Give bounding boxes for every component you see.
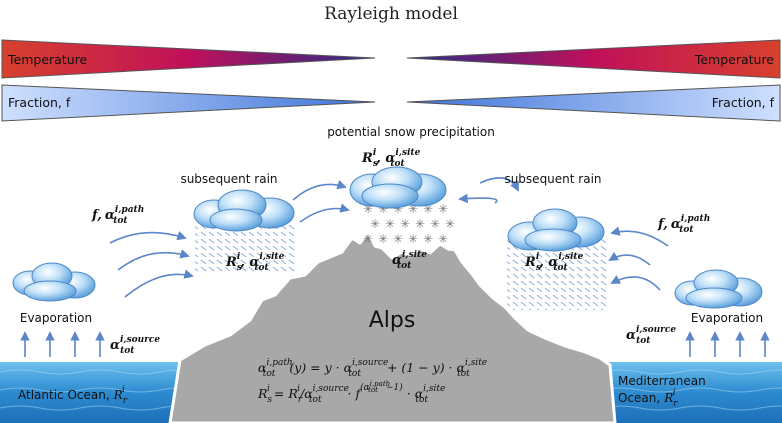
fraction-bar-right: [406, 84, 781, 122]
diagram-title: Rayleigh model: [324, 4, 458, 24]
mediterranean-label-line2: Ocean,Rri: [618, 388, 678, 409]
snowflake-icon: ✳: [385, 217, 395, 231]
snowflake-icon: ✳: [370, 217, 380, 231]
snowflake-icon: ✳: [408, 232, 418, 246]
temperature-bar-right: [406, 39, 781, 79]
fraction-label-right: Fraction, f: [712, 95, 775, 110]
rain-left: [195, 223, 295, 273]
snowflake-icon: ✳: [423, 232, 433, 246]
subsequent-rain-left-label: subsequent rain: [180, 172, 277, 186]
snowflake-icon: ✳: [438, 232, 448, 246]
cloud-evaporation-left: [12, 262, 96, 302]
alps-mountain: [168, 230, 617, 423]
snowflake-icon: ✳: [415, 217, 425, 231]
snowflake-icon: ✳: [378, 232, 388, 246]
snowflakes: ✳✳✳✳✳✳✳✳✳✳✳✳✳✳✳✳✳✳: [363, 202, 455, 246]
snowflake-icon: ✳: [393, 232, 403, 246]
evaporation-right-label: Evaporation: [691, 311, 763, 325]
snowflake-icon: ✳: [400, 217, 410, 231]
cloud-top: [349, 166, 447, 209]
alps-label: Alps: [369, 308, 416, 333]
subsequent-rain-right-label: subsequent rain: [504, 172, 601, 186]
mediterranean-ocean: [600, 362, 782, 423]
snowflake-icon: ✳: [438, 202, 448, 216]
evaporation-left-label: Evaporation: [20, 311, 92, 325]
cloud-evaporation-right: [674, 269, 763, 309]
fraction-label-left: Fraction, f: [8, 95, 71, 110]
cloud-left: [193, 189, 295, 232]
snowflake-icon: ✳: [378, 202, 388, 216]
fraction-bar-left: [1, 84, 376, 122]
snowflake-icon: ✳: [430, 217, 440, 231]
snowflake-icon: ✳: [363, 202, 373, 216]
snowflake-icon: ✳: [393, 202, 403, 216]
snowflake-icon: ✳: [423, 202, 433, 216]
snowflake-icon: ✳: [363, 232, 373, 246]
temperature-label-left: Temperature: [7, 52, 87, 67]
snowflake-icon: ✳: [408, 202, 418, 216]
potential-snow-label: potential snow precipitation: [327, 125, 495, 139]
cloud-right: [507, 208, 605, 252]
transport-arrows: [20, 177, 770, 357]
atlantic-label: Atlantic Ocean,Rri: [18, 385, 128, 406]
temperature-label-right: Temperature: [694, 52, 774, 67]
temperature-bar-left: [1, 39, 376, 79]
snowflake-icon: ✳: [445, 217, 455, 231]
mediterranean-label-line1: Mediterranean: [618, 374, 706, 388]
